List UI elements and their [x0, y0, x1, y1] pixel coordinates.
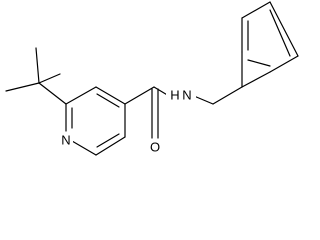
tert-butyl-group	[5, 47, 67, 105]
bond-ch2-phenyl	[212, 86, 243, 105]
atom-labels: N H N O	[59, 87, 196, 155]
bond-c2-c3	[65, 86, 97, 105]
pyridine-ring	[65, 86, 126, 156]
carbonyl-oxygen-label: O	[150, 140, 160, 155]
bond-tbu-to-ring	[38, 82, 67, 105]
bond-c4-carbonyl	[124, 86, 155, 105]
benzyl-group	[212, 1, 299, 105]
bond-c6-n1	[71, 140, 97, 156]
bond-tbu-methyl-right	[38, 73, 61, 84]
bond-tbu-methyl-top	[35, 47, 40, 84]
bond-ph-double-3	[269, 9, 291, 57]
bond-c3-c4-double	[96, 93, 120, 108]
bond-c5-c6-double	[96, 133, 120, 148]
chemical-structure-diagram: N H N O	[5, 1, 299, 156]
bond-c3-c4	[95, 86, 126, 105]
bond-ph-c1-c2	[241, 71, 271, 88]
amide-nitrogen-label: H N	[170, 88, 191, 103]
bond-tbu-methyl-left	[5, 82, 40, 92]
bond-ph-c4-c5	[241, 1, 271, 19]
bond-ph-c2-c3	[269, 55, 299, 73]
bond-nh-ch2	[193, 95, 214, 105]
bond-c5-c6	[95, 136, 126, 156]
bond-ph-double-2	[247, 59, 271, 67]
ring-nitrogen-label: N	[61, 133, 70, 148]
bond-ph-c3-c4	[269, 1, 299, 57]
